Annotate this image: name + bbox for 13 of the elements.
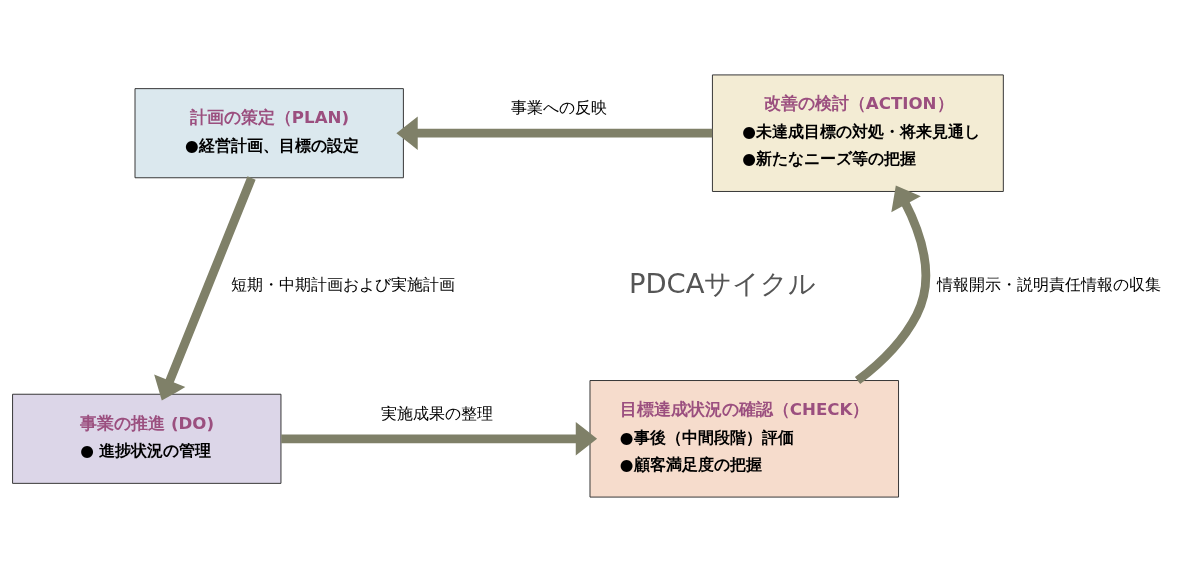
edge-label: 事業への反映: [510, 98, 607, 118]
node-box: 計画の策定（PLAN) ●経営計画、目標の設定: [134, 88, 404, 179]
arrow: [854, 185, 931, 384]
edge-label: 情報開示・説明責任情報の収集: [937, 274, 1162, 294]
node-box: 事業の推進 (DO) ● 進捗状況の管理: [12, 393, 282, 484]
arrow: [154, 176, 256, 401]
arrow: [396, 116, 713, 150]
label: PDCAサイクル: [628, 267, 817, 299]
node-box: 目標達成状況の確認（CHECK） ●事後（中間段階）評価 ●顧客満足度の把握: [589, 380, 899, 498]
node-box: 改善の検討（ACTION） ●未達成目標の対処・将来見通し ●新たなニーズ等の把握: [711, 74, 1004, 192]
edge-label: 実施成果の整理: [380, 404, 493, 424]
arrow: [281, 422, 598, 456]
edge-label: 短期・中期計画および実施計画: [231, 274, 456, 294]
